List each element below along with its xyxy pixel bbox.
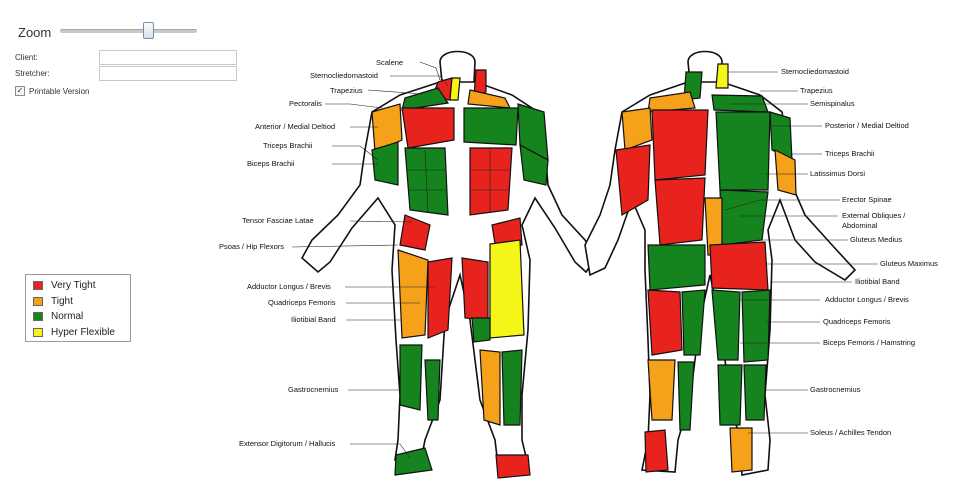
legend: Very Tight Tight Normal Hyper Flexible	[25, 274, 131, 342]
stretcher-input[interactable]	[99, 66, 237, 81]
legend-swatch	[33, 327, 43, 337]
label-back-sternocleidomastoid: Sternocliedomastoid	[781, 67, 849, 76]
client-input[interactable]	[99, 50, 237, 65]
legend-label: Normal	[51, 311, 84, 323]
label-adductor: Adductor Longus / Brevis	[247, 282, 331, 291]
label-back-trapezius: Trapezius	[800, 86, 833, 95]
zoom-slider-thumb[interactable]	[143, 22, 154, 39]
legend-label: Very Tight	[51, 280, 96, 292]
legend-item-tight: Tight	[26, 294, 130, 310]
label-trapezius: Trapezius	[330, 86, 363, 95]
label-latissimus: Latissimus Dorsi	[810, 169, 865, 178]
label-back-quadriceps: Quadriceps Femoris	[823, 317, 891, 326]
label-extensor: Extensor Digitorum / Hallucis	[239, 439, 336, 448]
legend-swatch	[33, 296, 43, 306]
label-biceps: Biceps Brachii	[247, 159, 295, 168]
front-figure	[300, 50, 597, 479]
legend-item-normal: Normal	[26, 309, 130, 325]
label-pectoralis: Pectoralis	[289, 99, 322, 108]
label-biceps-femoris: Biceps Femoris / Hamstring	[823, 338, 915, 347]
printable-version-checkbox[interactable]: ✓	[15, 86, 25, 96]
printable-version-label: Printable Version	[29, 86, 90, 96]
legend-label: Tight	[51, 295, 73, 307]
label-triceps: Triceps Brachii	[263, 141, 313, 150]
label-back-adductor: Adductor Longus / Brevis	[825, 295, 909, 304]
label-gastrocnemius: Gastrocnemius	[288, 385, 339, 394]
back-labels: Sternocliedomastoid Trapezius Semispinal…	[781, 67, 938, 437]
stretcher-label: Stretcher:	[15, 69, 50, 78]
front-labels: Scalene Sternocliedomastoid Trapezius Pe…	[219, 58, 403, 448]
label-psoas: Psoas / Hip Flexors	[219, 242, 284, 251]
label-soleus: Soleus / Achilles Tendon	[810, 428, 891, 437]
label-back-gastrocnemius: Gastrocnemius	[810, 385, 861, 394]
legend-swatch	[33, 312, 43, 322]
label-posterior-deltoid: Posterior / Medial Deltiod	[825, 121, 909, 130]
label-gluteus-medius: Gluteus Medius	[850, 235, 902, 244]
label-back-triceps: Triceps Brachii	[825, 149, 875, 158]
legend-swatch	[33, 281, 43, 291]
front-leader-lines	[291, 61, 449, 459]
label-obliques-2: Abdominal	[842, 221, 878, 230]
label-gluteus-maximus: Gluteus Maximus	[880, 259, 938, 268]
label-semispinalus: Semispinalus	[810, 99, 855, 108]
legend-label: Hyper Flexible	[51, 326, 115, 338]
label-scalene: Scalene	[376, 58, 403, 67]
label-obliques-1: External Obliques /	[842, 211, 906, 220]
legend-item-very-tight: Very Tight	[26, 278, 130, 294]
legend-item-hyper-flexible: Hyper Flexible	[26, 325, 130, 341]
zoom-slider-track[interactable]	[60, 29, 197, 33]
back-leader-lines	[724, 71, 878, 434]
label-tensor-fasciae: Tensor Fasciae Latae	[242, 216, 314, 225]
zoom-label: Zoom	[18, 25, 52, 40]
printable-version-row[interactable]: ✓ Printable Version	[15, 86, 89, 96]
label-back-iliotibial: Iliotibial Band	[855, 277, 900, 286]
label-anterior-deltoid: Anterior / Medial Deltiod	[255, 122, 335, 131]
label-quadriceps: Quadriceps Femoris	[268, 298, 336, 307]
back-figure	[584, 50, 857, 476]
label-erector: Erector Spinae	[842, 195, 892, 204]
label-sternocleidomastoid: Sternocliedomastoid	[310, 71, 378, 80]
zoom-slider[interactable]	[60, 22, 197, 40]
label-iliotibial: Iliotibial Band	[291, 315, 336, 324]
client-label: Client:	[15, 53, 38, 62]
